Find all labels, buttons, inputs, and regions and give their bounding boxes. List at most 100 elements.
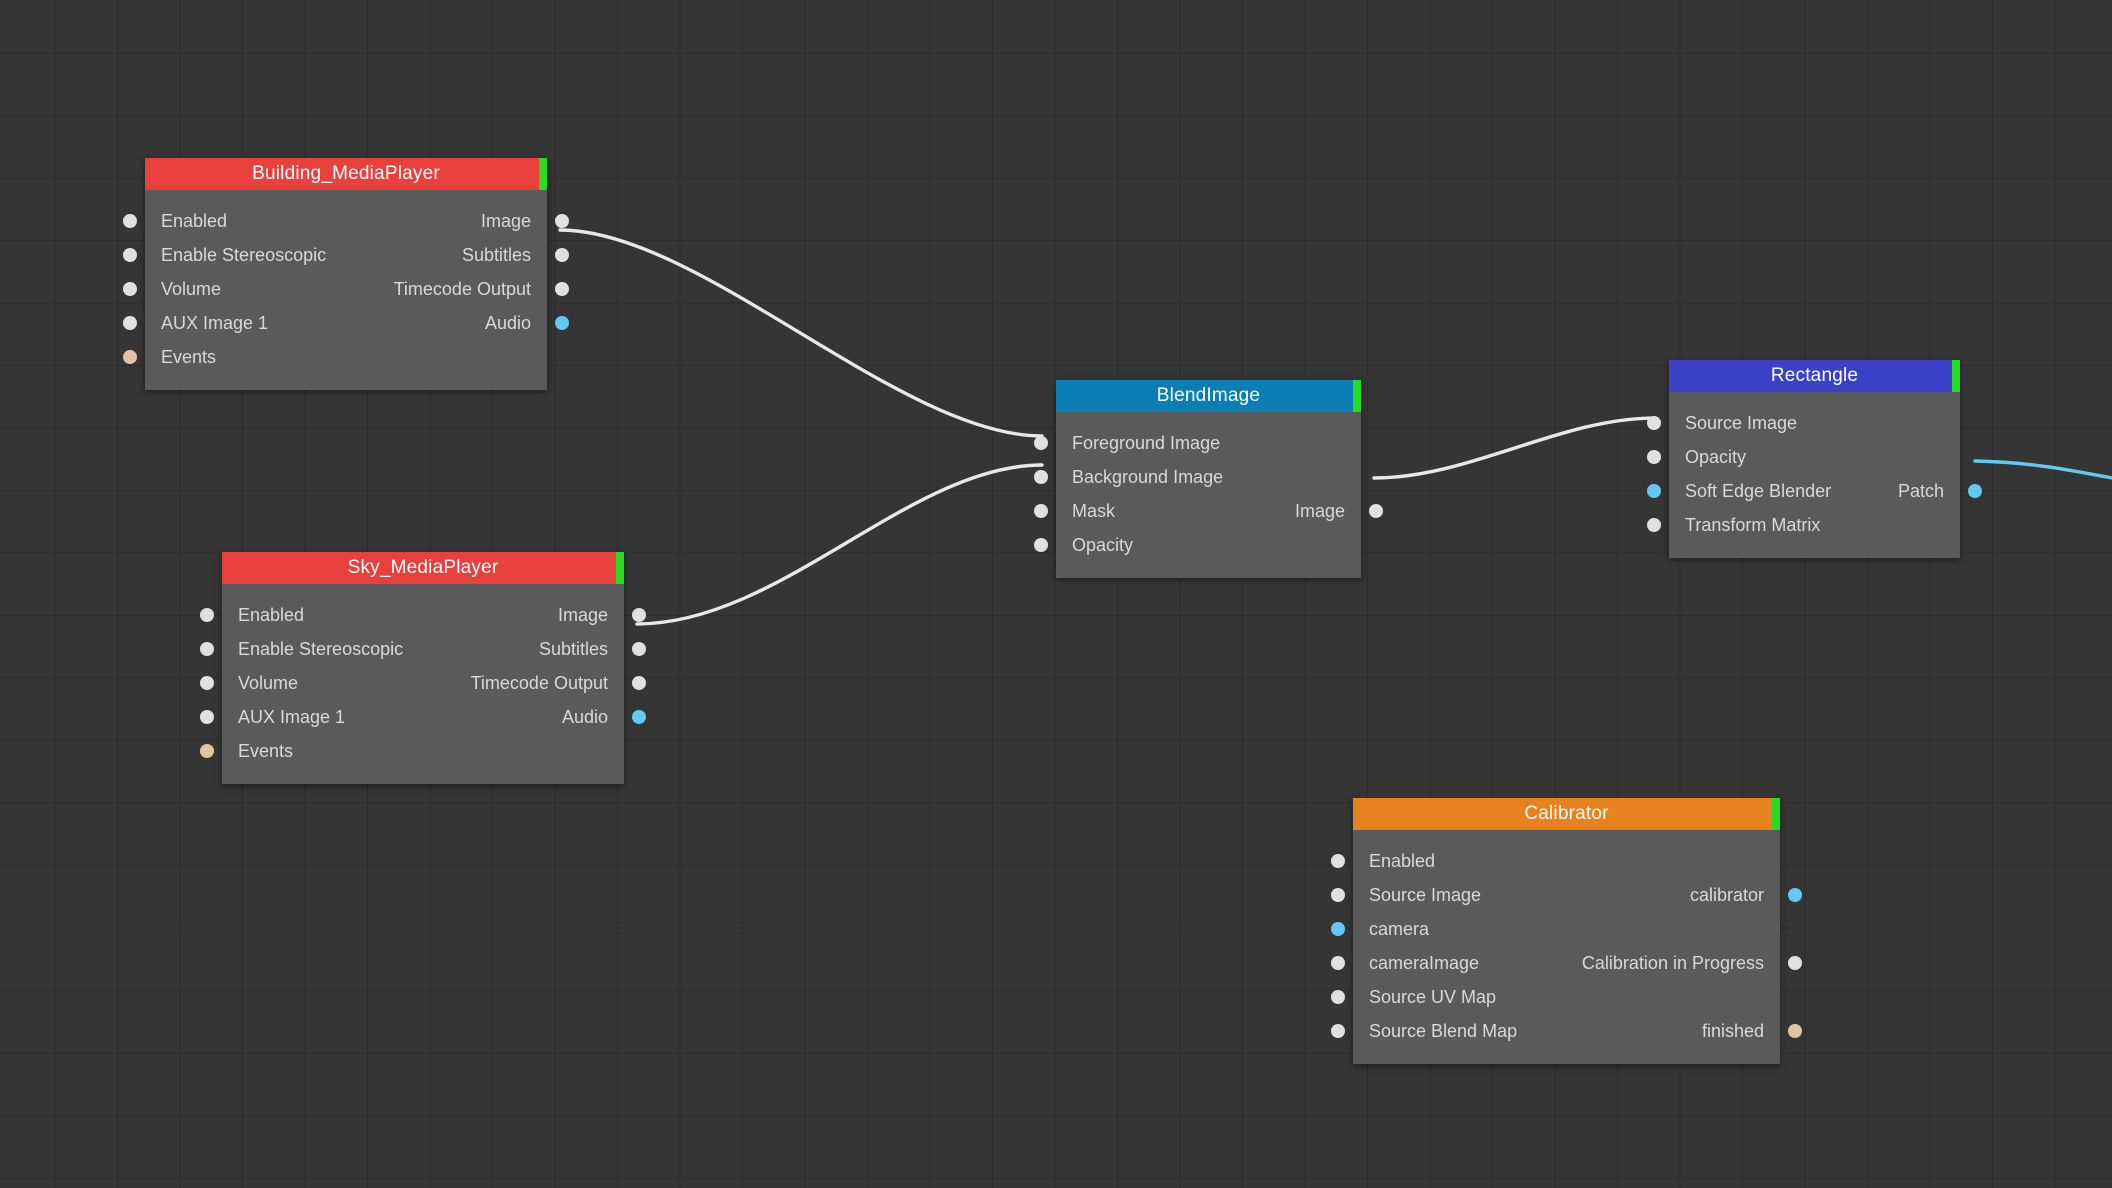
node-header-rectangle[interactable]: Rectangle xyxy=(1669,360,1960,392)
connection-rectangle-patch-offscreen[interactable] xyxy=(1973,459,2112,480)
input-port-label: Soft Edge Blender xyxy=(1685,481,1832,501)
input-port-dot[interactable] xyxy=(1331,1024,1345,1038)
node-header-building-mediaplayer[interactable]: Building_MediaPlayer xyxy=(145,158,547,190)
output-port-dot[interactable] xyxy=(555,214,569,228)
output-port-label: Audio xyxy=(561,707,608,727)
port-row: camera xyxy=(1331,912,1780,946)
port-row: AUX Image 1 Audio xyxy=(200,700,646,734)
input-port-dot[interactable] xyxy=(200,676,214,690)
input-port-label: AUX Image 1 xyxy=(161,313,269,333)
output-port-label: Timecode Output xyxy=(470,673,608,693)
port-row: cameraImage Calibration in Progress xyxy=(1331,946,1802,980)
input-port-label: Enabled xyxy=(1369,851,1436,871)
input-port-dot[interactable] xyxy=(200,608,214,622)
output-port-dot[interactable] xyxy=(632,676,646,690)
input-port-label: Volume xyxy=(161,279,222,299)
input-port-label: cameraImage xyxy=(1369,953,1480,973)
output-port-dot[interactable] xyxy=(632,710,646,724)
node-title: Sky_MediaPlayer xyxy=(347,557,499,578)
input-port-label: Events xyxy=(161,347,217,367)
input-port-label: Source Image xyxy=(1369,885,1482,905)
input-port-dot[interactable] xyxy=(1034,470,1048,484)
input-port-dot[interactable] xyxy=(123,248,137,262)
connection-sky-image-to-blend-background[interactable] xyxy=(635,463,1044,626)
input-port-label: Foreground Image xyxy=(1072,433,1221,453)
input-port-dot[interactable] xyxy=(200,642,214,656)
input-port-label: Enable Stereoscopic xyxy=(161,245,327,265)
input-port-dot[interactable] xyxy=(200,710,214,724)
output-port-label: Image xyxy=(1294,501,1345,521)
port-row: Transform Matrix xyxy=(1647,508,1960,542)
port-row: Enable Stereoscopic Subtitles xyxy=(200,632,646,666)
input-port-dot[interactable] xyxy=(123,350,137,364)
node-status-accent xyxy=(1772,798,1780,830)
input-port-dot[interactable] xyxy=(1647,518,1661,532)
port-row: Events xyxy=(123,340,547,374)
input-port-dot[interactable] xyxy=(1331,922,1345,936)
output-port-dot[interactable] xyxy=(632,608,646,622)
input-port-dot[interactable] xyxy=(1331,990,1345,1004)
output-port-label: finished xyxy=(1701,1021,1764,1041)
input-port-dot[interactable] xyxy=(1331,888,1345,902)
output-port-dot[interactable] xyxy=(1968,484,1982,498)
input-port-dot[interactable] xyxy=(1647,450,1661,464)
output-port-dot[interactable] xyxy=(555,316,569,330)
input-port-dot[interactable] xyxy=(1034,538,1048,552)
output-port-dot[interactable] xyxy=(1369,504,1383,518)
input-port-dot[interactable] xyxy=(1034,436,1048,450)
input-port-label: Enabled xyxy=(238,605,305,625)
node-header-blendimage[interactable]: BlendImage xyxy=(1056,380,1361,412)
input-port-label: Background Image xyxy=(1072,467,1224,487)
output-port-label: Image xyxy=(480,211,531,231)
output-port-label: calibrator xyxy=(1689,885,1764,905)
input-port-dot[interactable] xyxy=(1331,956,1345,970)
output-port-dot[interactable] xyxy=(1788,1024,1802,1038)
output-port-label: Audio xyxy=(484,313,531,333)
input-port-label: AUX Image 1 xyxy=(238,707,346,727)
input-port-dot[interactable] xyxy=(1331,854,1345,868)
input-port-label: Volume xyxy=(238,673,299,693)
input-port-dot[interactable] xyxy=(1647,484,1661,498)
node-title: Building_MediaPlayer xyxy=(252,163,440,184)
input-port-label: Enable Stereoscopic xyxy=(238,639,404,659)
output-port-dot[interactable] xyxy=(1788,888,1802,902)
port-row: Source Image calibrator xyxy=(1331,878,1802,912)
output-port-dot[interactable] xyxy=(632,642,646,656)
node-header-calibrator[interactable]: Calibrator xyxy=(1353,798,1780,830)
output-port-label: Calibration in Progress xyxy=(1581,953,1764,973)
node-status-accent xyxy=(539,158,547,190)
output-port-dot[interactable] xyxy=(1788,956,1802,970)
connection-building-image-to-blend-foreground[interactable] xyxy=(558,228,1044,438)
port-row: Foreground Image xyxy=(1034,426,1361,460)
port-row: Volume Timecode Output xyxy=(200,666,646,700)
input-port-dot[interactable] xyxy=(1647,416,1661,430)
input-port-dot[interactable] xyxy=(123,282,137,296)
port-row: Background Image xyxy=(1034,460,1361,494)
input-port-label: camera xyxy=(1369,919,1430,939)
output-port-dot[interactable] xyxy=(555,282,569,296)
input-port-dot[interactable] xyxy=(123,316,137,330)
node-header-sky-mediaplayer[interactable]: Sky_MediaPlayer xyxy=(222,552,624,584)
input-port-label: Opacity xyxy=(1072,535,1134,555)
input-port-dot[interactable] xyxy=(1034,504,1048,518)
input-port-dot[interactable] xyxy=(200,744,214,758)
connection-blend-image-to-rectangle-source[interactable] xyxy=(1372,416,1657,480)
input-port-label: Enabled xyxy=(161,211,228,231)
input-port-dot[interactable] xyxy=(123,214,137,228)
output-port-dot[interactable] xyxy=(555,248,569,262)
port-row: Source Image xyxy=(1647,406,1960,440)
input-port-label: Source UV Map xyxy=(1369,987,1497,1007)
output-port-label: Subtitles xyxy=(538,639,608,659)
